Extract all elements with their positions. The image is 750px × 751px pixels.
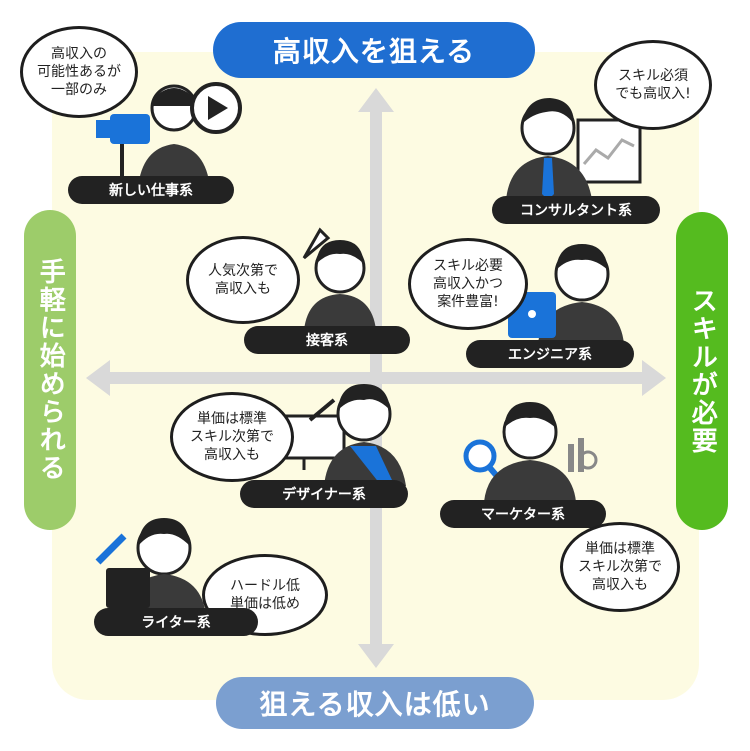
axis-label-left: 手軽に始められる	[24, 210, 76, 530]
marketer-icon	[463, 402, 598, 502]
job-label: ライター系	[94, 608, 258, 636]
designer-icon	[282, 384, 406, 486]
axis-label-top: 高収入を狙える	[213, 22, 535, 78]
engineer-icon	[508, 244, 624, 344]
speech-bubble: 人気次第で 高収入も	[186, 236, 300, 324]
speech-bubble: スキル必須 でも高収入!	[594, 40, 712, 130]
consultant-icon	[506, 98, 642, 200]
speech-bubble: スキル必要 高収入かつ 案件豊富!	[408, 238, 528, 330]
speech-bubble: ハードル低 単価は低め	[202, 554, 328, 636]
job-label: 新しい仕事系	[68, 176, 234, 204]
job-label: コンサルタント系	[492, 196, 660, 224]
job-label: デザイナー系	[240, 480, 408, 508]
axis-label-bottom: 狙える収入は低い	[216, 677, 534, 729]
job-label: マーケター系	[440, 500, 606, 528]
writer-icon	[95, 518, 206, 616]
axis-label-right: スキルが必要	[676, 212, 728, 530]
job-label: エンジニア系	[466, 340, 634, 368]
speech-bubble: 単価は標準 スキル次第で 高収入も	[170, 392, 294, 482]
speech-bubble: 単価は標準 スキル次第で 高収入も	[560, 522, 680, 612]
job-label: 接客系	[244, 326, 410, 354]
service-staff-icon	[302, 227, 376, 330]
speech-bubble: 高収入の 可能性あるが 一部のみ	[20, 26, 138, 118]
